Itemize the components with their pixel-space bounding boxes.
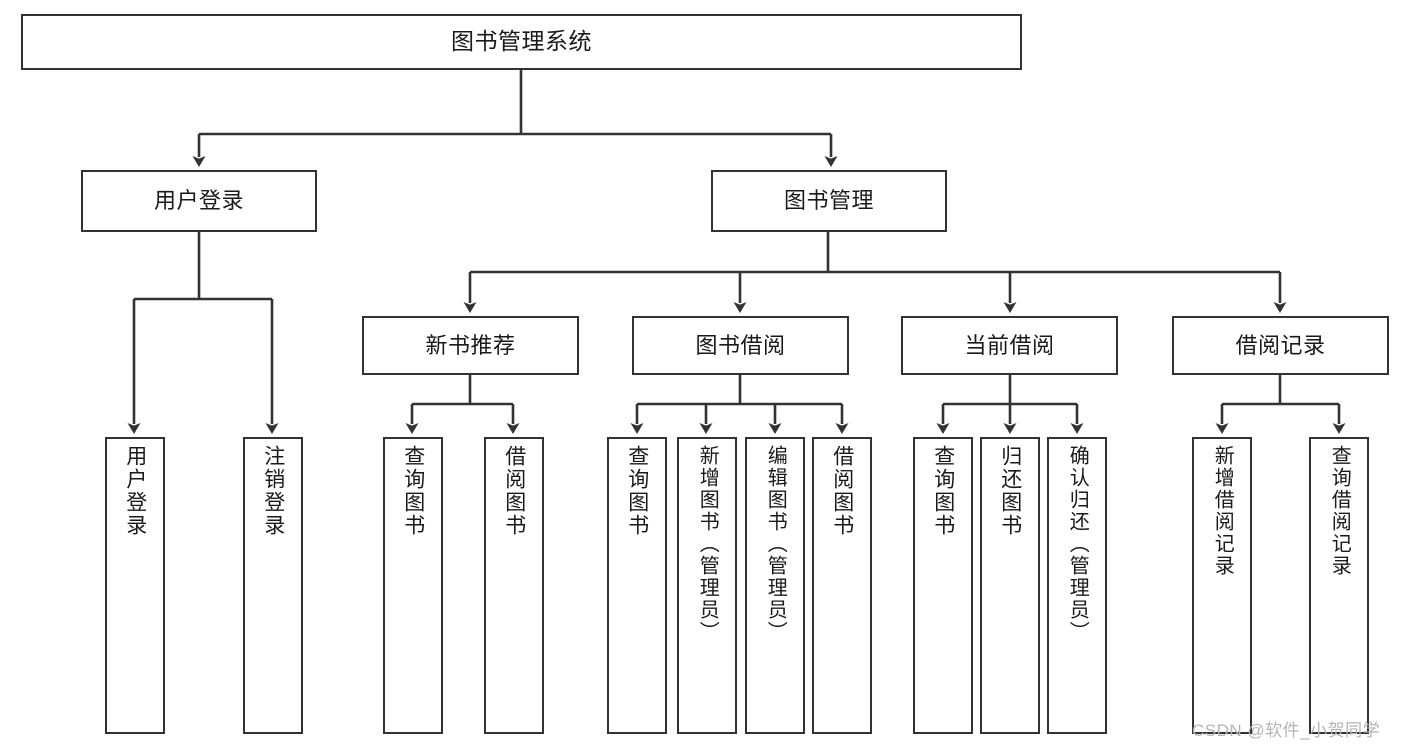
node-borrow-record[interactable]: 借阅记录 bbox=[1172, 316, 1389, 375]
node-label: 查询图书 bbox=[625, 445, 649, 537]
node-label: 查询借阅记录 bbox=[1328, 445, 1351, 577]
node-leaf-confirm-return[interactable]: 确认归还（管理员） bbox=[1047, 437, 1107, 734]
node-label: 新增借阅记录 bbox=[1211, 445, 1234, 577]
node-label: 新增图书（管理员） bbox=[696, 445, 719, 643]
node-leaf-add-borrow-record[interactable]: 新增借阅记录 bbox=[1192, 437, 1252, 734]
node-label: 编辑图书（管理员） bbox=[764, 445, 787, 643]
node-label: 查询图书 bbox=[931, 445, 955, 537]
node-label: 图书管理 bbox=[783, 188, 874, 214]
node-label: 当前借阅 bbox=[964, 332, 1055, 358]
csdn-watermark: CSDN @软件_小贺同学 bbox=[1192, 721, 1381, 740]
node-label: 确认归还（管理员） bbox=[1066, 445, 1089, 643]
node-book-borrow[interactable]: 图书借阅 bbox=[632, 316, 849, 375]
node-label: 借阅图书 bbox=[830, 445, 854, 537]
node-label: 归还图书 bbox=[998, 445, 1022, 537]
node-label: 新书推荐 bbox=[425, 332, 516, 358]
node-book-management[interactable]: 图书管理 bbox=[711, 170, 947, 232]
node-leaf-query-book-recommend[interactable]: 查询图书 bbox=[383, 437, 443, 734]
node-label: 图书管理系统 bbox=[451, 28, 592, 55]
node-label: 注销登录 bbox=[261, 445, 285, 537]
node-leaf-borrow-book[interactable]: 借阅图书 bbox=[812, 437, 872, 734]
node-leaf-return-book[interactable]: 归还图书 bbox=[980, 437, 1040, 734]
node-current-borrow[interactable]: 当前借阅 bbox=[901, 316, 1118, 375]
node-leaf-user-login[interactable]: 用户登录 bbox=[105, 437, 165, 734]
node-label: 图书借阅 bbox=[695, 332, 786, 358]
node-label: 用户登录 bbox=[153, 188, 244, 214]
node-leaf-borrow-book-recommend[interactable]: 借阅图书 bbox=[484, 437, 544, 734]
node-root-system[interactable]: 图书管理系统 bbox=[21, 14, 1022, 70]
node-leaf-logout-login[interactable]: 注销登录 bbox=[243, 437, 303, 734]
node-new-book-recommend[interactable]: 新书推荐 bbox=[362, 316, 579, 375]
node-leaf-query-book-current[interactable]: 查询图书 bbox=[913, 437, 973, 734]
node-leaf-add-book[interactable]: 新增图书（管理员） bbox=[677, 437, 737, 734]
node-leaf-query-borrow-record[interactable]: 查询借阅记录 bbox=[1309, 437, 1369, 734]
node-leaf-query-book-borrow[interactable]: 查询图书 bbox=[607, 437, 667, 734]
node-label: 用户登录 bbox=[123, 445, 147, 537]
node-label: 借阅图书 bbox=[502, 445, 526, 537]
node-label: 借阅记录 bbox=[1235, 332, 1326, 358]
node-label: 查询图书 bbox=[401, 445, 425, 537]
node-user-login[interactable]: 用户登录 bbox=[81, 170, 317, 232]
node-leaf-edit-book[interactable]: 编辑图书（管理员） bbox=[745, 437, 805, 734]
